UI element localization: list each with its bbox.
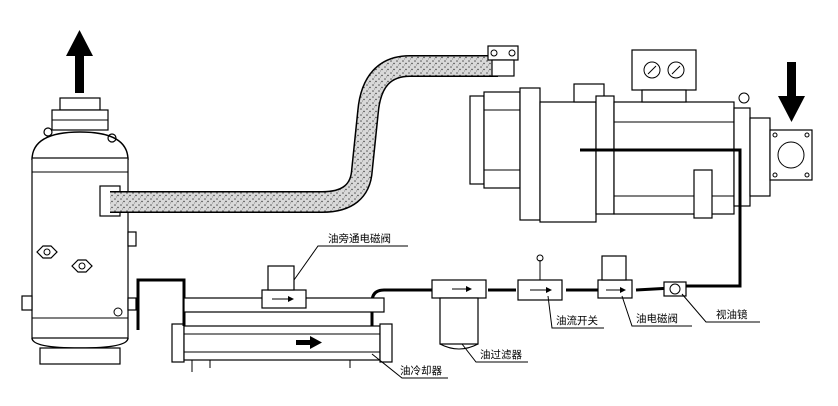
oil-flow-switch bbox=[517, 254, 563, 301]
oil-separator bbox=[21, 97, 137, 365]
sight-glass bbox=[663, 281, 687, 297]
leader-lines bbox=[293, 245, 760, 379]
label-oil-solenoid: 油电磁阀 bbox=[636, 312, 678, 325]
screw-compressor bbox=[469, 45, 813, 223]
arrow-up-icon bbox=[66, 30, 93, 93]
oil-solenoid-valve bbox=[597, 255, 633, 299]
arrow-right-icon bbox=[296, 336, 322, 349]
arrow-down-icon bbox=[778, 62, 805, 122]
label-sight-glass: 视油镜 bbox=[716, 308, 748, 321]
label-oil-cooler: 油冷却器 bbox=[400, 364, 442, 377]
oil-cooler bbox=[171, 323, 393, 372]
label-oil-filter: 油过滤器 bbox=[480, 348, 522, 361]
insulated-discharge-pipe bbox=[110, 55, 509, 213]
oil-filter bbox=[431, 279, 487, 350]
label-flow-switch: 油流开关 bbox=[556, 314, 598, 327]
label-bypass-valve: 油旁通电磁阀 bbox=[328, 232, 391, 245]
bypass-line bbox=[136, 265, 385, 330]
